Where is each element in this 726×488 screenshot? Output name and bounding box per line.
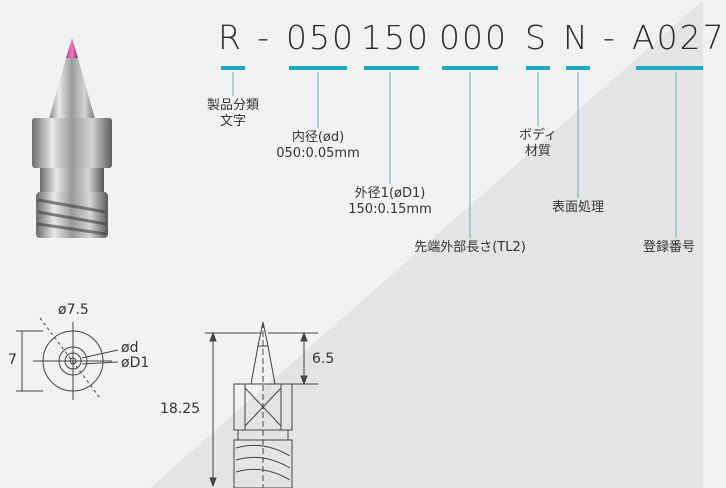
dim-phi-d: ød [121, 340, 139, 356]
label-surface-treatment: 表面処理 [551, 200, 604, 215]
dim-phi-D1: øD1 [121, 355, 150, 371]
code-tip-length: 000 [439, 18, 508, 57]
label-inner-diameter: 内径(ød) 050:0.05mm [276, 130, 360, 161]
code-body-material: S [525, 18, 548, 57]
code-product-category: R [218, 18, 243, 57]
label-product-category: 製品分類 文字 [206, 98, 259, 129]
code-separator-2: - [603, 18, 617, 57]
label-body-material: ボディ 材質 [518, 128, 558, 159]
code-surface-treatment: N [563, 18, 590, 57]
label-outer-diameter: 外径1(øD1) 150:0.15mm [348, 186, 432, 217]
leader-lines [221, 66, 703, 238]
nozzle-photo [32, 38, 112, 238]
dim-total-height: 18.25 [160, 401, 201, 417]
dim-tip-length: 6.5 [312, 351, 335, 367]
code-registration-number: A027 [632, 18, 726, 57]
code-outer-diameter: 150 [361, 18, 430, 57]
dim-outer-phi: ø7.5 [58, 302, 89, 318]
label-tip-length: 先端外部長さ(TL2) [414, 240, 526, 255]
dim-side-7: 7 [8, 352, 17, 368]
technical-drawing [16, 317, 318, 488]
background [150, 0, 703, 488]
code-inner-diameter: 050 [286, 18, 355, 57]
label-registration-number: 登録番号 [642, 240, 695, 255]
code-separator: - [257, 18, 271, 57]
